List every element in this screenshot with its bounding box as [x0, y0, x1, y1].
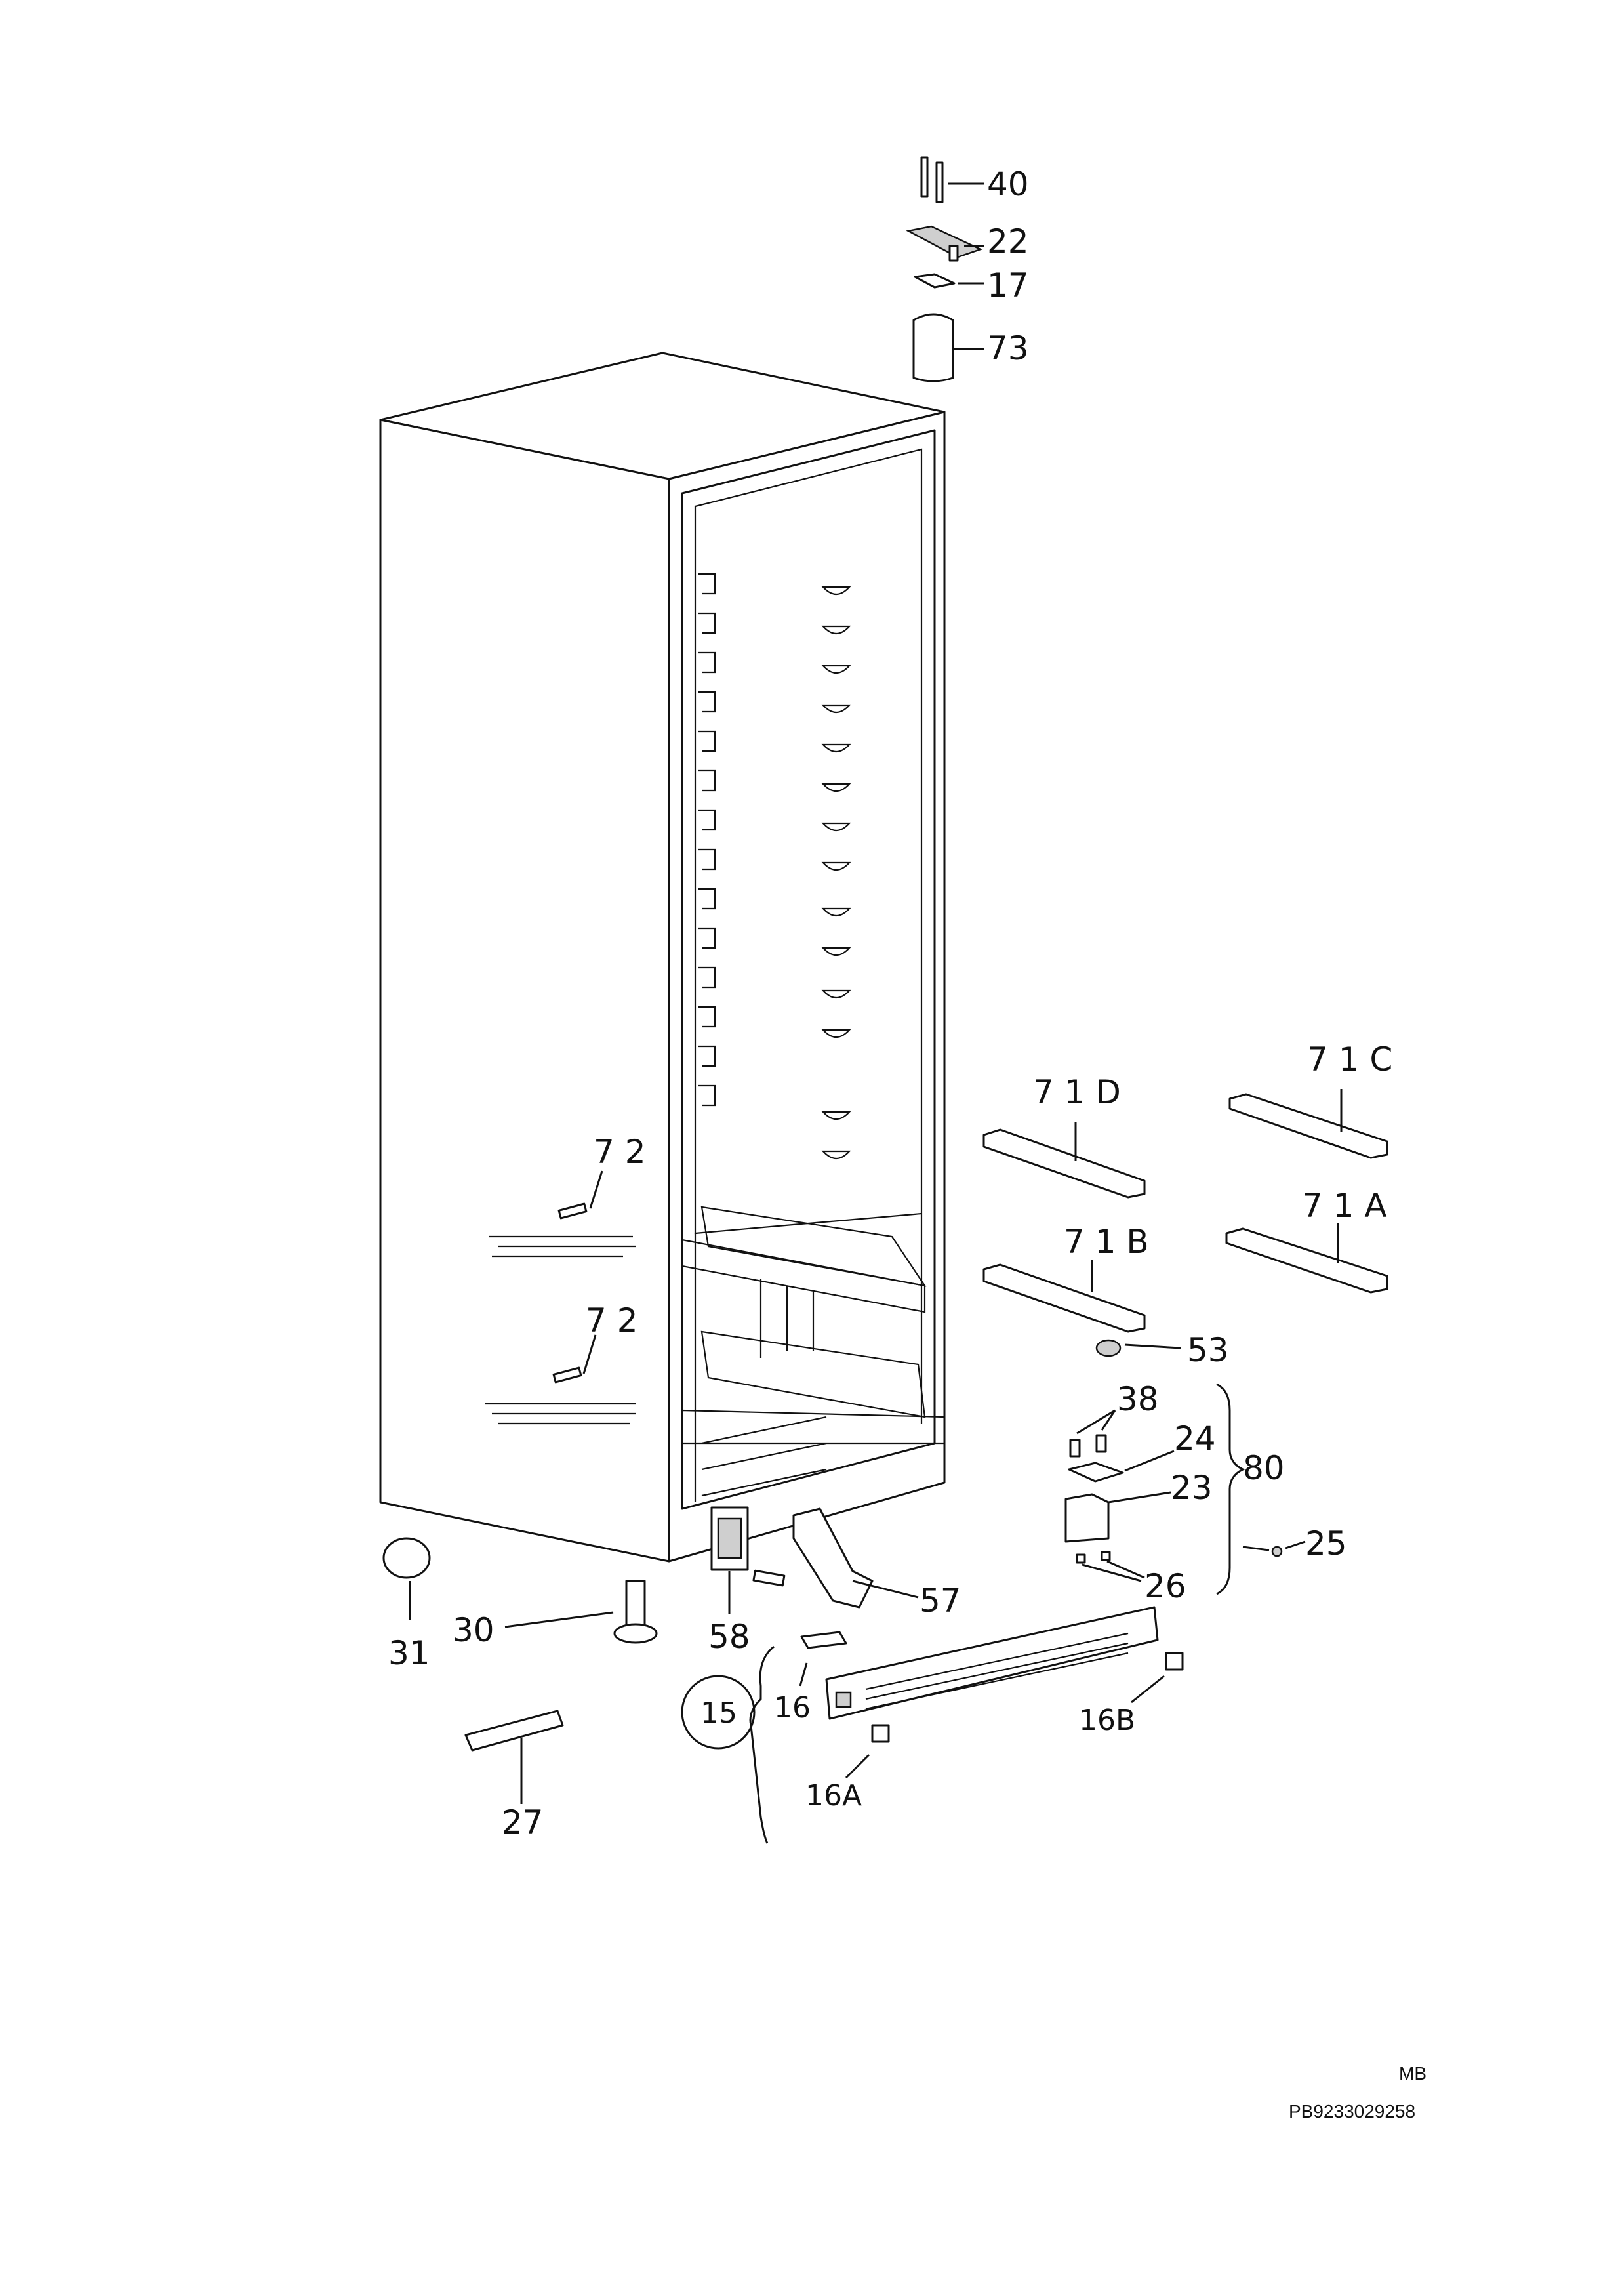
clip-16: [799, 1631, 847, 1687]
label-31: 31: [388, 1634, 430, 1672]
rail-71C: [1228, 1089, 1388, 1159]
label-71D: 7 1 D: [1033, 1073, 1121, 1111]
screw-72-lower: [552, 1334, 597, 1384]
bracket-24: [1068, 1450, 1175, 1483]
label-38: 38: [1117, 1380, 1159, 1418]
hinge-washer: [914, 273, 984, 289]
label-17: 17: [987, 266, 1029, 304]
hinge-cover: [912, 313, 984, 382]
label-27: 27: [502, 1803, 544, 1841]
cap-53: [1095, 1339, 1181, 1357]
screw-72-upper: [557, 1170, 603, 1220]
rail-71B: [982, 1260, 1146, 1333]
label-30: 30: [453, 1611, 495, 1649]
top-hinge-bracket: [906, 225, 984, 262]
cabinet: [379, 352, 946, 1563]
label-80: 80: [1243, 1449, 1285, 1487]
cover-16A: [845, 1724, 890, 1779]
knob-31: [382, 1537, 431, 1620]
label-71B: 7 1 B: [1064, 1223, 1149, 1261]
label-22: 22: [987, 222, 1029, 260]
label-15: 15: [700, 1696, 737, 1730]
label-24: 24: [1174, 1420, 1216, 1458]
label-40: 40: [987, 165, 1029, 203]
group-15-brace: [749, 1645, 775, 1844]
label-72-lower: 7 2: [586, 1302, 638, 1340]
cover-16B: [1131, 1652, 1184, 1704]
model-code: MB: [1399, 2063, 1426, 2083]
label-16A: 16A: [805, 1779, 862, 1813]
label-58: 58: [708, 1618, 750, 1656]
bracket-23: [1064, 1491, 1171, 1543]
label-25: 25: [1305, 1525, 1347, 1563]
kick-plate: [825, 1606, 1159, 1720]
part-number: PB9233029258: [1289, 2101, 1416, 2122]
label-73: 73: [987, 329, 1029, 367]
screws-26: [1076, 1551, 1145, 1582]
label-16B: 16B: [1079, 1704, 1135, 1737]
nut-25: [1242, 1540, 1306, 1557]
label-53: 53: [1187, 1331, 1229, 1369]
inner-wall-slots: [698, 573, 716, 1107]
label-57: 57: [920, 1582, 961, 1620]
label-26: 26: [1144, 1567, 1186, 1605]
group-15-circle: [681, 1675, 756, 1750]
shelf-supports: [821, 586, 851, 1160]
wrench-27: [464, 1710, 564, 1804]
label-72-upper: 7 2: [594, 1133, 646, 1171]
rail-71D: [982, 1122, 1146, 1199]
group-80-brace: [1216, 1383, 1245, 1595]
hinge-58: [710, 1506, 786, 1614]
rail-71A: [1225, 1223, 1388, 1294]
bracket-57: [792, 1507, 919, 1609]
label-16: 16: [774, 1691, 811, 1725]
hinge-pins: [920, 156, 984, 203]
foot-30: [504, 1580, 658, 1644]
callout-labels: 40 22 17 73 7 1 D 7 1 C 7 1 B 7 1 A 7 2 …: [388, 165, 1392, 1841]
label-71A: 7 1 A: [1302, 1187, 1387, 1225]
screws-38: [1069, 1409, 1116, 1458]
side-vent-slots: [485, 1235, 636, 1425]
label-23: 23: [1171, 1469, 1213, 1507]
lower-trays: [681, 1206, 946, 1497]
label-71C: 7 1 C: [1307, 1040, 1392, 1078]
